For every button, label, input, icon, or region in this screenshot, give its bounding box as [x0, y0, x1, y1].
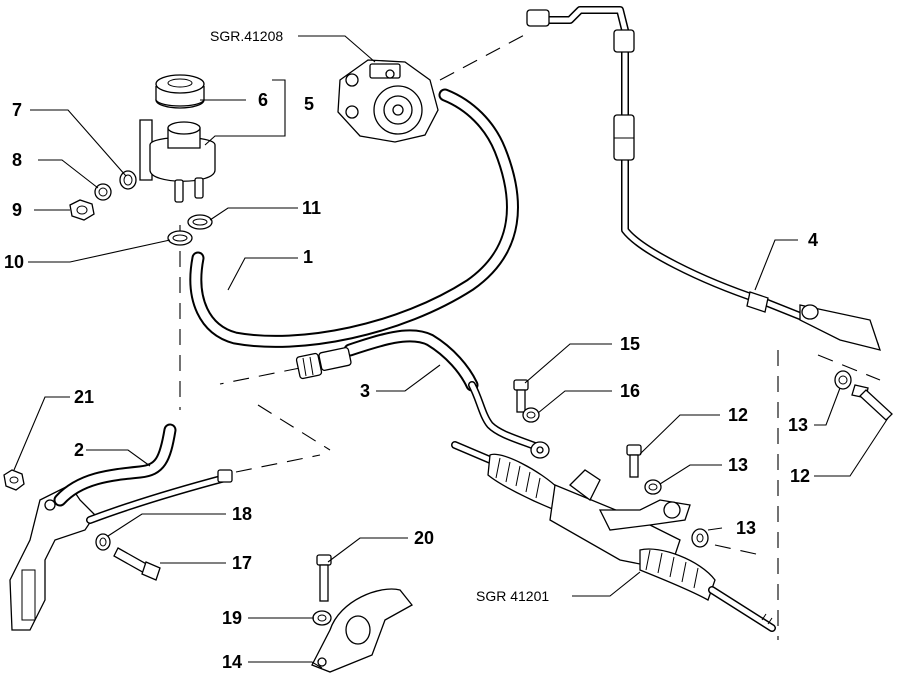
label-16: 16	[620, 381, 640, 401]
washer-13-b[interactable]	[691, 528, 709, 548]
label-20: 20	[414, 528, 434, 548]
label-3: 3	[360, 381, 370, 401]
label-12-b: 12	[790, 466, 810, 486]
washer-13-c[interactable]	[834, 370, 852, 390]
label-15: 15	[620, 334, 640, 354]
seal-ring-7[interactable]	[119, 170, 137, 190]
label-6: 6	[258, 90, 268, 110]
label-12-a: 12	[728, 405, 748, 425]
label-18: 18	[232, 504, 252, 524]
label-5: 5	[304, 94, 314, 114]
pressure-hose[interactable]	[295, 329, 550, 459]
label-2: 2	[74, 440, 84, 460]
label-13-a: 13	[728, 455, 748, 475]
hose-clamp-10[interactable]	[167, 230, 193, 246]
washer-19[interactable]	[312, 610, 332, 626]
label-9: 9	[12, 200, 22, 220]
label-7: 7	[12, 100, 22, 120]
bolt-12-a[interactable]	[626, 444, 642, 478]
steering-pump[interactable]	[337, 59, 439, 143]
washer-16[interactable]	[522, 407, 540, 423]
part-labels: SGR.41208 SGR 41201 1 2 3 4 5 6 7 8 9 10…	[4, 28, 818, 672]
label-4: 4	[808, 230, 818, 250]
label-8: 8	[12, 150, 22, 170]
rack-mount-bracket-14[interactable]	[311, 588, 413, 673]
label-21: 21	[74, 387, 94, 407]
bolt-20[interactable]	[316, 554, 332, 602]
rack-reference-label: SGR 41201	[476, 588, 549, 604]
bolt-12-b[interactable]	[851, 384, 893, 421]
assembly-guide-lines	[179, 31, 881, 640]
return-pipe-bracket[interactable]	[9, 423, 233, 631]
feed-line[interactable]	[526, 6, 881, 351]
bolt-17[interactable]	[113, 547, 161, 581]
washer-13-a[interactable]	[644, 479, 662, 495]
hose-clamp-11[interactable]	[187, 214, 213, 230]
washer-8[interactable]	[94, 183, 112, 201]
label-10: 10	[4, 252, 24, 272]
label-11: 11	[302, 198, 321, 218]
label-13-b: 13	[788, 415, 808, 435]
label-13-c: 13	[736, 518, 756, 538]
reservoir-cap[interactable]	[155, 74, 205, 109]
label-17: 17	[232, 553, 252, 573]
steering-rack[interactable]	[451, 441, 776, 632]
nut-21[interactable]	[3, 469, 25, 491]
leader-lines	[13, 35, 889, 669]
label-19: 19	[222, 608, 242, 628]
fluid-reservoir[interactable]	[139, 119, 216, 203]
return-hose[interactable]	[189, 88, 519, 348]
nut-9[interactable]	[69, 199, 95, 221]
washer-18[interactable]	[95, 533, 111, 551]
label-1: 1	[303, 247, 313, 267]
bolt-15[interactable]	[513, 379, 529, 413]
pump-reference-label: SGR.41208	[210, 28, 283, 44]
label-14: 14	[222, 652, 242, 672]
